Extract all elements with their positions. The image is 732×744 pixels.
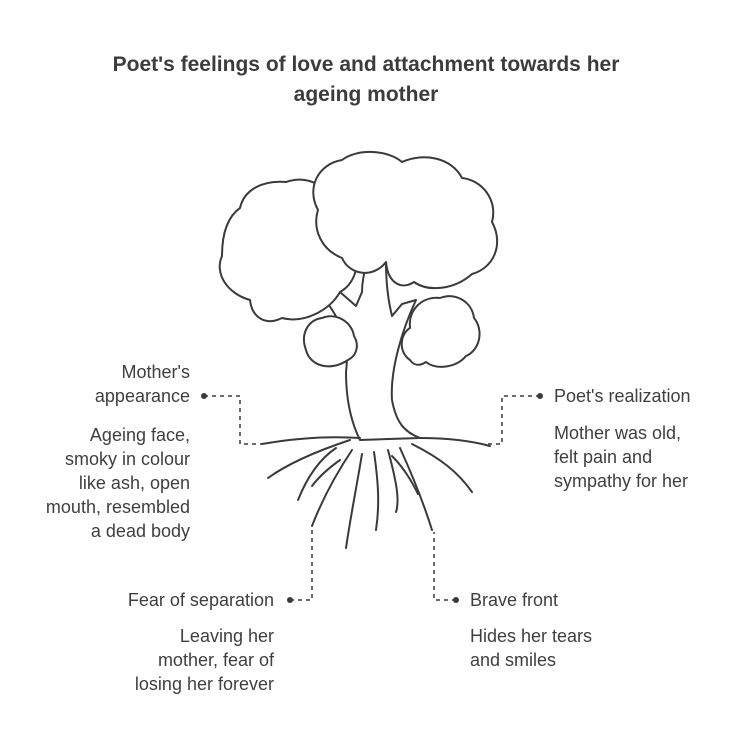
connectors — [204, 395, 540, 601]
brave-desc-line: Hides her tears — [470, 626, 593, 646]
brave-heading-line: Brave front — [470, 590, 559, 610]
connector-brave — [433, 532, 456, 601]
realization-heading-line: Poet's realization — [554, 386, 691, 406]
realization-desc-line: Mother was old, — [554, 423, 682, 443]
node-separation-heading: Fear of separation — [60, 588, 274, 612]
title-line-1: Poet's feelings of love and attachment t… — [112, 53, 620, 76]
separation-desc-line: mother, fear of — [157, 650, 274, 670]
separation-desc-line: Leaving her — [179, 626, 274, 646]
node-appearance-heading: Mother's appearance — [40, 360, 190, 408]
node-brave-desc: Hides her tears and smiles — [470, 624, 670, 672]
dot-separation — [287, 597, 293, 603]
brave-desc-line: and smiles — [470, 650, 557, 670]
canopy-small-right — [400, 295, 481, 368]
node-realization-desc: Mother was old, felt pain and sympathy f… — [554, 421, 724, 493]
node-appearance-desc: Ageing face, smoky in colour like ash, o… — [20, 423, 190, 543]
node-separation-desc: Leaving her mother, fear of losing her f… — [80, 624, 274, 696]
separation-desc-line: losing her forever — [134, 674, 274, 694]
dot-realization — [537, 393, 543, 399]
page-title: Poet's feelings of love and attachment t… — [40, 50, 692, 110]
appearance-desc-line: Ageing face, — [89, 425, 190, 445]
canopy-right — [312, 150, 499, 290]
title-line-2: ageing mother — [293, 83, 439, 106]
node-brave-heading: Brave front — [470, 588, 670, 612]
appearance-desc-line: mouth, resembled — [45, 497, 190, 517]
dot-appearance — [201, 393, 207, 399]
dot-brave — [453, 597, 459, 603]
appearance-heading-line: appearance — [94, 386, 190, 406]
canopy-small-left — [303, 315, 358, 368]
connector-separation — [290, 526, 313, 601]
realization-desc-line: felt pain and — [554, 447, 653, 467]
separation-heading-line: Fear of separation — [127, 590, 274, 610]
appearance-desc-line: like ash, open — [78, 473, 190, 493]
appearance-desc-line: a dead body — [90, 521, 190, 541]
realization-desc-line: sympathy for her — [554, 471, 689, 491]
appearance-heading-line: Mother's — [121, 362, 190, 382]
connector-appearance — [204, 395, 262, 445]
connector-realization — [488, 395, 540, 445]
tree-roots — [261, 436, 491, 549]
appearance-desc-line: smoky in colour — [64, 449, 190, 469]
node-realization-heading: Poet's realization — [554, 384, 724, 408]
